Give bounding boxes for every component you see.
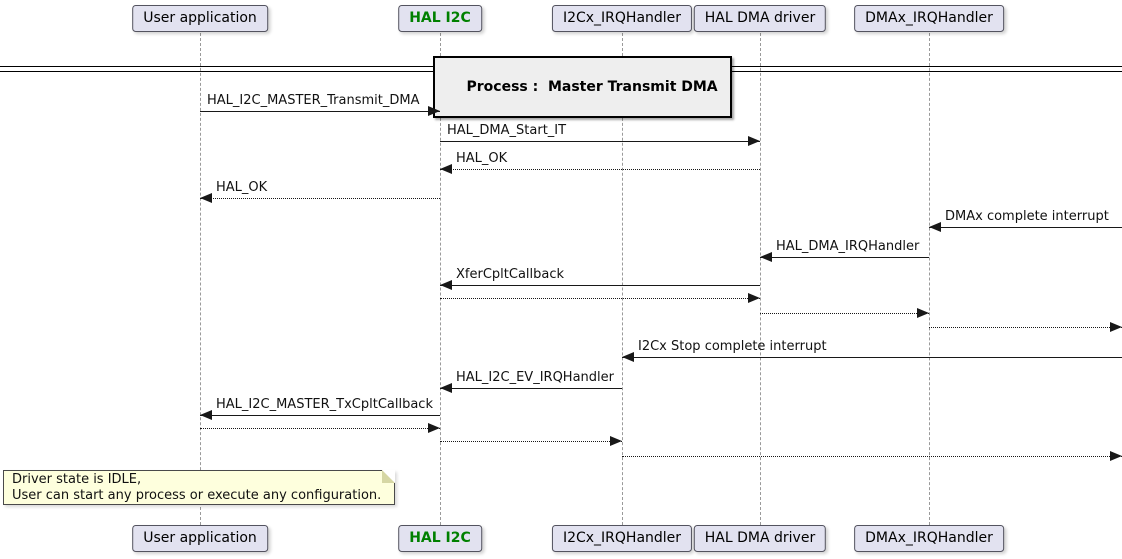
message-5-line bbox=[760, 257, 929, 258]
participant-bottom-dma: HAL DMA driver bbox=[693, 525, 827, 552]
message-13-arrowhead-icon bbox=[428, 423, 440, 433]
message-7-line bbox=[440, 298, 760, 299]
message-11-arrowhead-icon bbox=[440, 383, 452, 393]
message-9-line bbox=[929, 327, 1122, 328]
message-7-arrowhead-icon bbox=[748, 293, 760, 303]
message-8-line bbox=[760, 313, 929, 314]
message-11-line bbox=[440, 388, 622, 389]
participant-top-dma: HAL DMA driver bbox=[693, 5, 827, 32]
lifeline-dma bbox=[760, 33, 761, 525]
participant-top-user: User application bbox=[132, 5, 268, 32]
participant-bottom-i2cx: I2Cx_IRQHandler bbox=[551, 525, 693, 552]
message-5-arrowhead-icon bbox=[760, 252, 772, 262]
message-8-arrowhead-icon bbox=[917, 308, 929, 318]
message-6-line bbox=[440, 285, 760, 286]
message-10-line bbox=[622, 357, 1122, 358]
message-4-label: DMAx complete interrupt bbox=[945, 209, 1109, 224]
message-6-label: XferCpltCallback bbox=[456, 267, 565, 282]
message-3-label: HAL_OK bbox=[216, 180, 268, 195]
message-1-arrowhead-icon bbox=[748, 136, 760, 146]
message-15-arrowhead-icon bbox=[1110, 451, 1122, 461]
divider-title: Process : Master Transmit DMA bbox=[433, 56, 732, 118]
participant-top-i2c: HAL I2C bbox=[398, 5, 482, 32]
lifeline-i2c bbox=[440, 33, 441, 525]
lifeline-i2cx bbox=[622, 33, 623, 525]
message-14-line bbox=[440, 441, 622, 442]
participant-bottom-user: User application bbox=[132, 525, 268, 552]
participant-bottom-dmax: DMAx_IRQHandler bbox=[854, 525, 1004, 552]
message-3-line bbox=[200, 198, 440, 199]
participant-top-dmax: DMAx_IRQHandler bbox=[854, 5, 1004, 32]
note-fold-icon bbox=[382, 470, 395, 483]
message-6-arrowhead-icon bbox=[440, 280, 452, 290]
message-12-line bbox=[200, 415, 440, 416]
message-12-label: HAL_I2C_MASTER_TxCpltCallback bbox=[216, 397, 433, 412]
message-0-line bbox=[200, 111, 440, 112]
message-3-arrowhead-icon bbox=[200, 193, 212, 203]
participant-bottom-i2c: HAL I2C bbox=[398, 525, 482, 552]
lifeline-dmax bbox=[929, 33, 930, 525]
message-4-arrowhead-icon bbox=[929, 222, 941, 232]
message-0-arrowhead-icon bbox=[428, 106, 440, 116]
message-2-arrowhead-icon bbox=[440, 164, 452, 174]
lifeline-user bbox=[200, 33, 201, 525]
message-10-label: I2Cx Stop complete interrupt bbox=[638, 339, 827, 354]
message-13-line bbox=[200, 428, 440, 429]
message-4-line bbox=[929, 227, 1122, 228]
message-1-label: HAL_DMA_Start_IT bbox=[447, 123, 567, 138]
divider-title-label: Process : Master Transmit DMA bbox=[466, 79, 718, 95]
message-14-arrowhead-icon bbox=[610, 436, 622, 446]
message-10-arrowhead-icon bbox=[622, 352, 634, 362]
message-0-label: HAL_I2C_MASTER_Transmit_DMA bbox=[207, 93, 420, 108]
message-15-line bbox=[622, 456, 1122, 457]
participant-top-i2cx: I2Cx_IRQHandler bbox=[551, 5, 693, 32]
message-12-arrowhead-icon bbox=[200, 410, 212, 420]
message-2-label: HAL_OK bbox=[456, 151, 508, 166]
note-line-1: Driver state is IDLE, bbox=[12, 472, 142, 487]
message-2-line bbox=[440, 169, 760, 170]
message-5-label: HAL_DMA_IRQHandler bbox=[776, 239, 920, 254]
message-11-label: HAL_I2C_EV_IRQHandler bbox=[456, 370, 614, 385]
note-driver-state: Driver state is IDLE, User can start any… bbox=[3, 470, 395, 505]
message-1-line bbox=[440, 141, 760, 142]
message-9-arrowhead-icon bbox=[1110, 322, 1122, 332]
note-line-2: User can start any process or execute an… bbox=[12, 488, 382, 503]
